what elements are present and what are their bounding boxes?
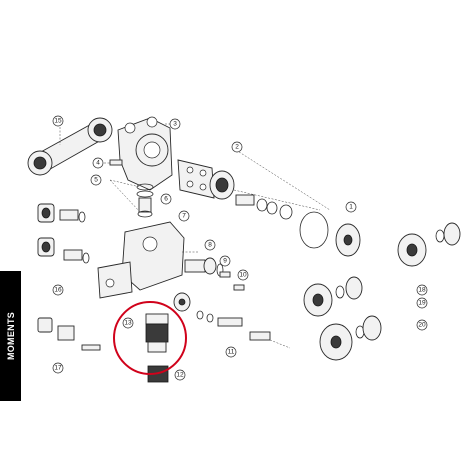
callout-6: 6	[160, 193, 172, 205]
svg-text:15: 15	[54, 118, 62, 125]
part-9-screw	[219, 271, 231, 278]
svg-text:6: 6	[164, 196, 168, 203]
callout-11: 11	[225, 346, 237, 358]
svg-text:19: 19	[418, 300, 426, 307]
callout-8: 8	[204, 239, 216, 251]
side-tab-moments[interactable]: MOMENTS	[0, 271, 21, 401]
callout-1: 1	[345, 201, 357, 213]
callout-3: 3	[169, 118, 181, 130]
svg-text:12: 12	[176, 372, 184, 379]
svg-text:1: 1	[349, 204, 353, 211]
part-10-screw	[233, 284, 245, 291]
callout-20: 20	[416, 319, 428, 331]
part-5-o-rings	[109, 179, 154, 218]
part-20-kit	[319, 315, 382, 361]
callout-16: 16	[52, 284, 64, 296]
part-17-seal-kit	[37, 317, 101, 351]
svg-text:20: 20	[418, 322, 426, 329]
svg-text:16: 16	[54, 287, 62, 294]
part-19-kit	[303, 276, 363, 317]
part-2-shaft-components	[235, 194, 329, 249]
part-1-pulley-disc	[335, 223, 361, 257]
highlight-circle	[113, 301, 187, 375]
part-13-unloader-valve	[145, 313, 169, 353]
callout-18: 18	[416, 284, 428, 296]
svg-text:11: 11	[228, 349, 235, 356]
svg-text:4: 4	[96, 160, 100, 167]
svg-text:9: 9	[223, 258, 227, 265]
part-2-wobble-plate	[177, 149, 331, 211]
part-7-pump-body	[97, 221, 198, 299]
callout-5: 5	[90, 174, 102, 186]
callout-17: 17	[52, 362, 64, 374]
callout-9: 9	[219, 255, 231, 267]
part-18-kit	[397, 222, 461, 267]
part-16-valve-set	[37, 203, 90, 264]
part-4-screw	[104, 159, 123, 166]
svg-text:2: 2	[235, 144, 239, 151]
svg-text:5: 5	[94, 177, 98, 184]
callout-10: 10	[237, 269, 249, 281]
svg-text:8: 8	[208, 242, 212, 249]
svg-text:10: 10	[239, 272, 247, 279]
callout-4: 4	[92, 157, 104, 169]
part-8-fitting	[184, 257, 224, 277]
svg-text:7: 7	[182, 213, 186, 220]
callout-19: 19	[416, 297, 428, 309]
svg-text:18: 18	[418, 287, 426, 294]
callout-12: 12	[174, 369, 186, 381]
part-11-valve-stem	[173, 292, 291, 349]
callout-7: 7	[178, 210, 190, 222]
callout-2: 2	[231, 141, 243, 153]
svg-text:3: 3	[173, 121, 177, 128]
part-15-connecting-rod	[27, 117, 113, 176]
svg-text:13: 13	[124, 320, 132, 327]
side-tab-label: MOMENTS	[5, 311, 16, 361]
svg-text:17: 17	[54, 365, 62, 372]
callout-15: 15	[52, 115, 64, 127]
part-3-manifold-head	[117, 116, 178, 191]
callout-13: 13	[122, 317, 134, 329]
